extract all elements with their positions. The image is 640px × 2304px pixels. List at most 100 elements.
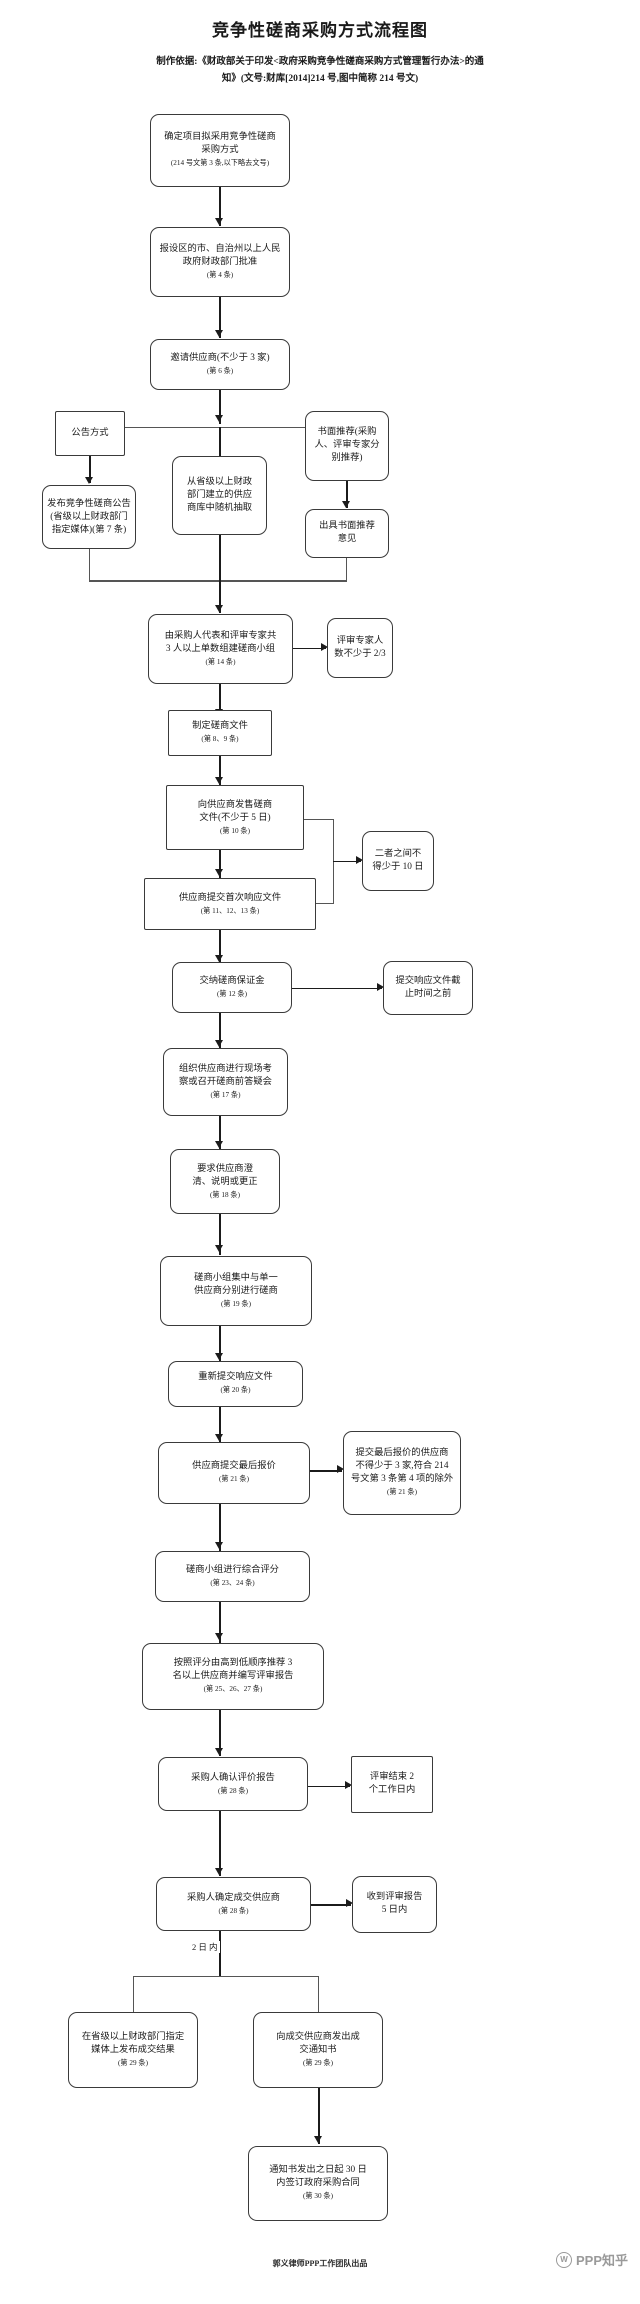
edge-brace-n14	[333, 860, 361, 863]
node-n15-article: (第 12 条)	[217, 990, 247, 999]
edge-n25-n26	[308, 1785, 350, 1788]
final-split-right-drop	[318, 1975, 320, 2013]
edge-n17-n18	[219, 1115, 221, 1150]
node-n13[interactable]: 供应商提交首次响应文件 (第 11、12、13 条)	[144, 878, 316, 930]
arrow-n18-n19	[215, 1245, 224, 1253]
node-n11[interactable]: 制定磋商文件 (第 8、9 条)	[168, 709, 272, 756]
final-split-bus	[133, 1975, 319, 1977]
node-n24-article: (第 25、26、27 条)	[203, 1685, 263, 1694]
edge-n25-n27	[219, 1811, 221, 1876]
arrow-n17-n18	[215, 1141, 224, 1149]
node-n24[interactable]: 按照评分由高到低顺序推荐 3 名以上供应商并编写评审报告 (第 25、26、27…	[142, 1642, 324, 1711]
node-n20-article: (第 20 条)	[220, 1386, 251, 1395]
node-n14[interactable]: 二者之间不 得少于 10 日	[362, 831, 434, 891]
merge-left-riser	[89, 549, 91, 582]
node-n29-article: (第 29 条)	[118, 2058, 148, 2067]
edge-n7-n8	[346, 480, 348, 508]
node-n1-article: (214 号文第 3 条,以下略去文号)	[170, 159, 270, 168]
node-n9[interactable]: 由采购人代表和评审专家共 3 人以上单数组建磋商小组 (第 14 条)	[148, 614, 293, 685]
node-n23[interactable]: 磋商小组进行综合评分 (第 23、24 条)	[155, 1551, 310, 1603]
node-n26[interactable]: 评审结束 2 个工作日内	[351, 1756, 433, 1813]
node-n2[interactable]: 报设区的市、自治州以上人民 政府财政部门批准 (第 4 条)	[150, 227, 290, 298]
node-n3[interactable]: 邀请供应商(不少于 3 家) (第 6 条)	[150, 339, 290, 391]
node-n9-text: 由采购人代表和评审专家共 3 人以上单数组建磋商小组	[164, 631, 277, 655]
node-n2-article: (第 4 条)	[206, 271, 234, 280]
footer-credit: 郭义律师PPP工作团队出品	[272, 2259, 368, 2268]
node-n12-article: (第 10 条)	[220, 826, 250, 835]
node-n27[interactable]: 采购人确定成交供应商 (第 28 条)	[156, 1877, 311, 1932]
final-split-left-drop	[133, 1975, 135, 2013]
edge-n13-n15	[219, 929, 221, 964]
node-n29[interactable]: 在省级以上财政部门指定 媒体上发布成交结果 (第 29 条)	[68, 2012, 198, 2088]
edge-n27-split	[219, 1931, 221, 1978]
arrow-merge-n9	[215, 604, 224, 612]
node-n19-text: 磋商小组集中与单一 供应商分别进行磋商	[194, 1272, 278, 1296]
node-n24-text: 按照评分由高到低顺序推荐 3 名以上供应商并编写评审报告	[172, 1658, 294, 1682]
node-n4[interactable]: 公告方式	[55, 410, 125, 457]
edge-n19-n20	[219, 1325, 221, 1362]
arrow-n4-n5	[85, 476, 94, 484]
node-n28-text: 收到评审报告 5 日内	[366, 1892, 423, 1916]
edge-n15-n17	[219, 1013, 221, 1049]
arrow-n24-n25	[215, 1747, 224, 1755]
node-n16[interactable]: 提交响应文件截 止时间之前	[383, 960, 473, 1015]
node-n28[interactable]: 收到评审报告 5 日内	[352, 1876, 437, 1933]
node-n22[interactable]: 提交最后报价的供应商 不得少于 3 家,符合 214 号文第 3 条第 4 项的…	[343, 1431, 461, 1515]
arrow-n25-n27	[215, 1867, 224, 1875]
node-n19[interactable]: 磋商小组集中与单一 供应商分别进行磋商 (第 19 条)	[160, 1255, 312, 1326]
node-n7[interactable]: 书面推荐(采购 人、评审专家分 别推荐)	[305, 410, 389, 481]
arrow-brace-n14	[356, 855, 363, 864]
arrow-n15-n17	[215, 1040, 224, 1048]
arrow-n2-n3	[215, 329, 224, 337]
node-n20[interactable]: 重新提交响应文件 (第 20 条)	[168, 1361, 303, 1407]
node-n1-text: 确定项目拟采用竞争性磋商 采购方式	[164, 132, 276, 156]
node-n31[interactable]: 通知书发出之日起 30 日 内签订政府采购合同 (第 30 条)	[248, 2145, 388, 2222]
node-n1[interactable]: 确定项目拟采用竞争性磋商 采购方式 (214 号文第 3 条,以下略去文号)	[150, 114, 290, 187]
node-n10-text: 评审专家人 数不少于 2/3	[334, 635, 386, 659]
arrow-n13-n15	[215, 955, 224, 963]
node-n13-text: 供应商提交首次响应文件	[178, 892, 282, 903]
watermark-label: PPP知乎	[575, 2253, 628, 2268]
node-n6[interactable]: 从省级以上财政 部门建立的供应 商库中随机抽取	[172, 456, 267, 535]
split-bus-top	[90, 426, 340, 428]
node-n2-text: 报设区的市、自治州以上人民 政府财政部门批准	[159, 244, 281, 268]
edge-n9-n10	[293, 647, 326, 650]
node-n9-article: (第 14 条)	[205, 658, 236, 667]
node-n21-text: 供应商提交最后报价	[192, 1461, 276, 1472]
node-n10[interactable]: 评审专家人 数不少于 2/3	[327, 618, 393, 678]
node-n11-text: 制定磋商文件	[192, 721, 248, 732]
node-n8-text: 出具书面推荐 意见	[319, 521, 375, 545]
merge-bus	[89, 580, 347, 582]
node-n21-main[interactable]: 供应商提交最后报价 (第 21 条)	[158, 1441, 310, 1504]
node-n12[interactable]: 向供应商发售磋商 文件(不少于 5 日) (第 10 条)	[166, 785, 304, 851]
edge-n20-n21	[219, 1406, 221, 1442]
merge-center-drop	[219, 534, 221, 613]
arrow-n12-n13	[215, 868, 224, 876]
node-n11-article: (第 8、9 条)	[201, 735, 239, 744]
node-n23-article: (第 23、24 条)	[210, 1579, 255, 1588]
node-n12-text: 向供应商发售磋商 文件(不少于 5 日)	[197, 799, 273, 823]
arrow-n1-n2	[215, 217, 224, 225]
node-n25[interactable]: 采购人确认评价报告 (第 28 条)	[158, 1757, 308, 1812]
edge-label-2days: 2 日 内	[190, 1940, 220, 1953]
edge-n1-n2	[219, 186, 221, 226]
subtitle-line-1: 《财政部关于印发<政府采购竞争性磋商采购方式管理暂行办法>的通	[197, 57, 484, 67]
node-n30[interactable]: 向成交供应商发出成 交通知书 (第 29 条)	[253, 2012, 383, 2088]
node-n17[interactable]: 组织供应商进行现场考 察或召开磋商前答疑会 (第 17 条)	[163, 1048, 288, 1116]
arrow-n30-n31	[314, 2136, 323, 2144]
edge-n11-n12	[219, 755, 221, 787]
node-n6-text: 从省级以上财政 部门建立的供应 商库中随机抽取	[186, 477, 253, 514]
edge-n23-n24	[219, 1602, 221, 1643]
node-n25-article: (第 28 条)	[218, 1786, 248, 1795]
page-subtitle: 制作依据:《财政部关于印发<政府采购竞争性磋商采购方式管理暂行办法>的通 知》(…	[60, 54, 580, 88]
node-n27-article: (第 28 条)	[218, 1906, 249, 1915]
arrow-n7-n8	[342, 500, 351, 508]
node-n4-text: 公告方式	[71, 428, 109, 439]
node-n18[interactable]: 要求供应商澄 清、说明或更正 (第 18 条)	[170, 1149, 280, 1215]
node-n15[interactable]: 交纳磋商保证金 (第 12 条)	[172, 962, 292, 1014]
node-n14-text: 二者之间不 得少于 10 日	[372, 848, 424, 872]
edge-n2-n3	[219, 297, 221, 338]
arrow-n21-n23	[215, 1541, 224, 1549]
node-n8[interactable]: 出具书面推荐 意见	[305, 509, 389, 558]
node-n5[interactable]: 发布竞争性磋商公告 (省级以上财政部门 指定媒体)(第 7 条)	[42, 484, 136, 550]
